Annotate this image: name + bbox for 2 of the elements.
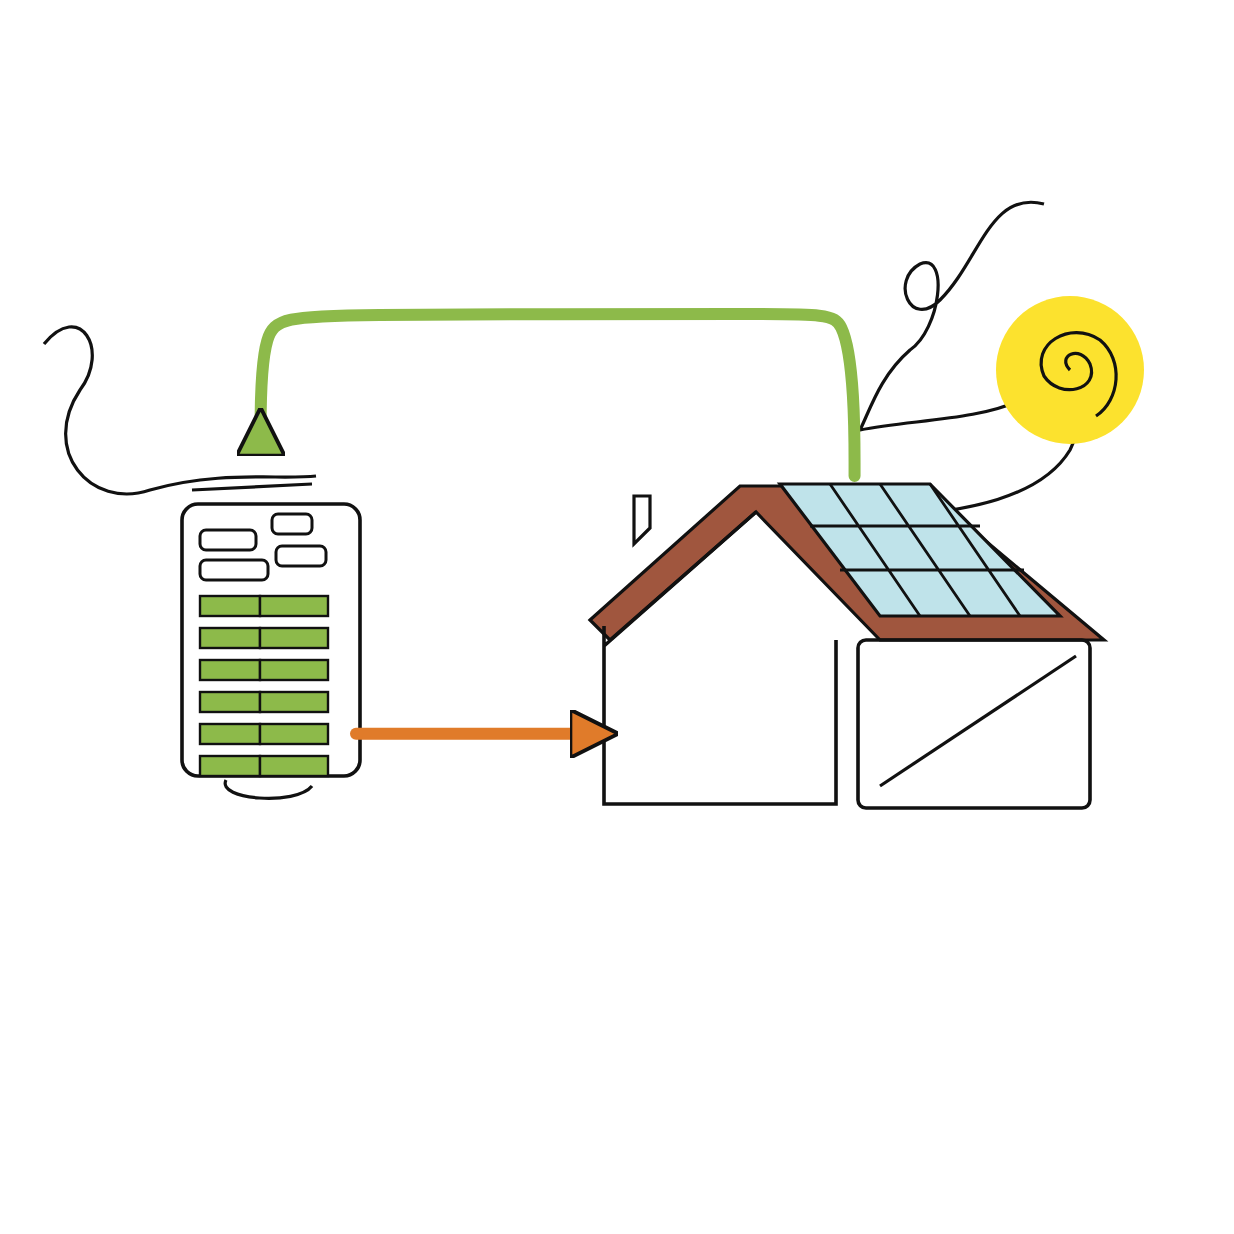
arrow <box>350 707 621 760</box>
arrow <box>234 308 861 482</box>
